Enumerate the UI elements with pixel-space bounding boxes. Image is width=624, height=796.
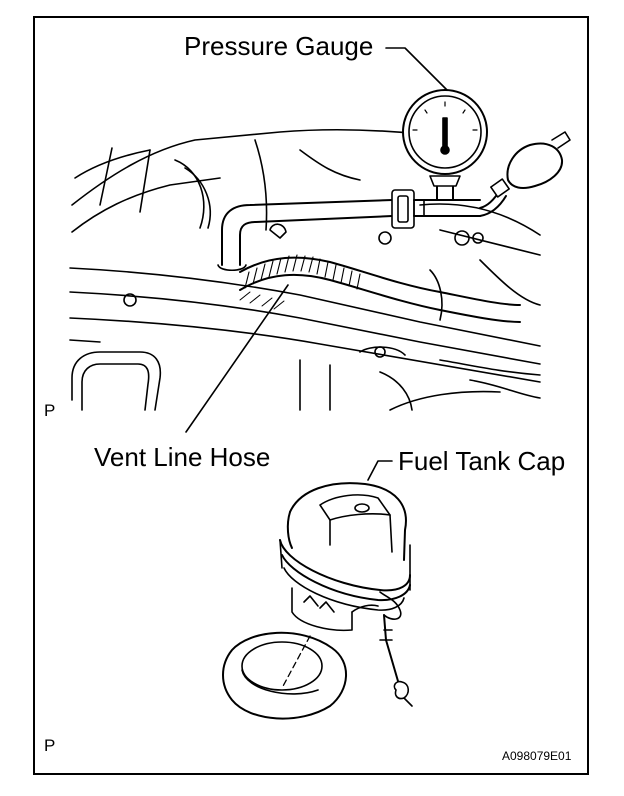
fuel-tank-cap-label: Fuel Tank Cap — [398, 446, 566, 476]
figure-code: A098079E01 — [502, 749, 572, 763]
p-marker-top: P — [44, 401, 56, 420]
fuel-filler-opening — [222, 631, 347, 720]
pressure-gauge — [402, 89, 488, 187]
underbody-scene — [69, 129, 541, 411]
adapter-tube — [217, 184, 481, 272]
vent-line-hose-label: Vent Line Hose — [94, 442, 271, 472]
alignment-dashed-line — [281, 635, 311, 689]
pressure-gauge-label: Pressure Gauge — [184, 31, 374, 61]
vent-line-hose — [239, 254, 521, 323]
leader-lines-top — [185, 47, 448, 433]
p-marker-bottom: P — [44, 736, 56, 755]
fuel-tank-cap — [279, 482, 413, 707]
leader-line-cap — [367, 460, 393, 481]
figure-frame — [33, 16, 589, 775]
hand-pump-bulb — [479, 131, 571, 217]
